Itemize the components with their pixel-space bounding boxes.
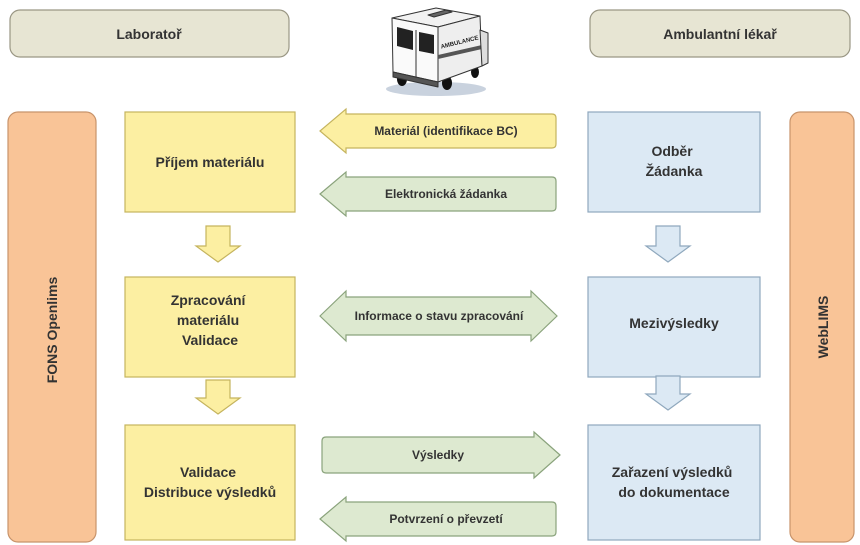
header-laboratory-label: Laboratoř [116,26,182,42]
ambulance-shadow [386,82,486,96]
lab-step-box [124,276,296,378]
flow-label: Potvrzení o převzetí [389,512,503,526]
ambulance-icon: AMBULANCE [386,7,489,96]
ambulance-rear-window [397,27,413,50]
ambulance-light-bar [427,9,453,18]
arrow-right-icon [321,430,561,480]
clinic-step-box [587,276,761,378]
clinic-step-label-line: do dokumentace [618,484,729,500]
lab-step-processing: Zpracování materiálu Validace [124,276,296,378]
clinic-step-label-line: Zařazení výsledků [612,464,733,480]
flow-results: Výsledky [321,430,561,480]
lab-step-label: Validace Distribuce výsledků [144,464,276,500]
clinic-step-label: Zařazení výsledků do dokumentace [612,464,737,500]
system-left-label: FONS Openlims [44,277,60,384]
header-outpatient-doctor: Ambulantní lékař [589,9,851,58]
arrow-down-icon [194,379,242,415]
clinic-step-label: Mezivýsledky [629,315,719,331]
clinic-step-documentation: Zařazení výsledků do dokumentace [587,424,761,541]
clinic-step-interim-results: Mezivýsledky [587,276,761,378]
clinic-step-box [587,111,761,213]
ambulance-rear-window [419,32,434,54]
lab-step-distribution: Validace Distribuce výsledků [124,424,296,541]
arrow-left-right-icon [319,289,558,343]
lab-step-label-line: Distribuce výsledků [144,484,276,500]
flow-material: Materiál (identifikace BC) [319,107,557,155]
header-laboratory: Laboratoř [9,9,290,58]
system-right-bar: WebLIMS [789,111,855,543]
header-outpatient-doctor-label: Ambulantní lékař [663,26,777,42]
lab-step-box [124,111,296,213]
ambulance-bumper [392,71,439,88]
flow-label: Výsledky [412,448,464,462]
lab-step-label: Příjem materiálu [156,154,265,170]
flow-label: Informace o stavu zpracování [355,309,524,323]
header-laboratory-box [9,9,290,58]
arrow-left-icon [319,107,557,155]
arrow-down-icon [644,375,692,411]
header-outpatient-doctor-box [589,9,851,58]
clinic-step-collection: Odběr Žádanka [587,111,761,213]
lab-step-label-line: Zpracování [171,292,247,308]
clinic-step-label-line: Žádanka [646,162,703,179]
clinic-step-label-line: Odběr [651,143,693,159]
arrow-left-icon [319,170,557,218]
arrow-left-icon [319,495,557,543]
clinic-step-label: Odběr Žádanka [646,143,703,179]
system-left-bar-shape [7,111,97,543]
lab-step-receipt: Příjem materiálu [124,111,296,213]
ambulance-cab [479,29,489,67]
system-right-label: WebLIMS [815,296,831,359]
ambulance-side-stripe [438,45,482,59]
flow-label: Elektronická žádanka [385,187,507,201]
lab-step-label-line: Validace [180,464,236,480]
arrow-down-icon [194,225,242,263]
lab-step-label-line: Validace [182,332,238,348]
system-left-bar: FONS Openlims [7,111,97,543]
lab-step-box [124,424,296,541]
lab-step-label-line: materiálu [177,312,239,328]
clinic-step-box [587,424,761,541]
flow-electronic-request: Elektronická žádanka [319,170,557,218]
system-right-bar-shape [789,111,855,543]
lab-step-label: Zpracování materiálu Validace [171,292,250,348]
flow-processing-status: Informace o stavu zpracování [319,289,558,343]
arrow-down-icon [644,225,692,263]
flow-label: Materiál (identifikace BC) [374,124,517,138]
flow-receipt-confirmation: Potvrzení o převzetí [319,495,557,543]
